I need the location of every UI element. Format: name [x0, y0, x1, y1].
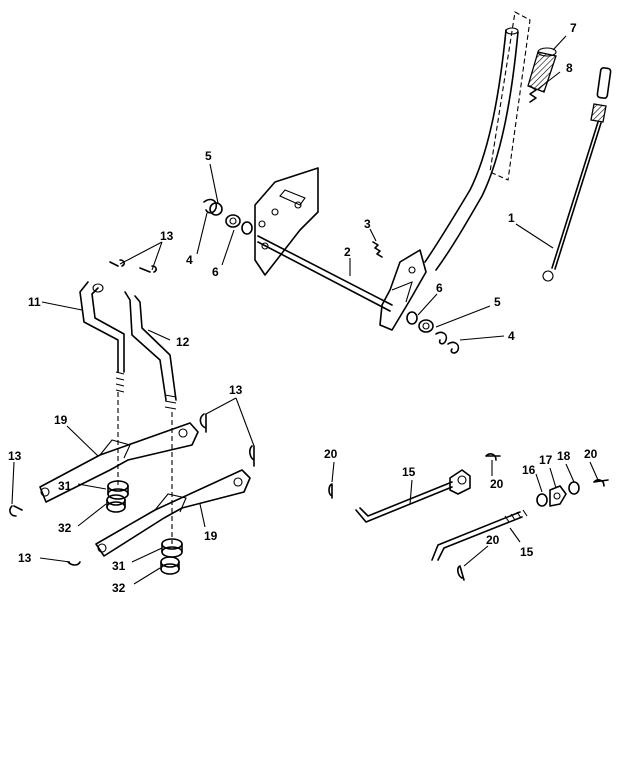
lift-shaft — [257, 235, 393, 312]
callout-15-lower: 15 — [520, 545, 534, 559]
callout-11: 11 — [28, 295, 41, 309]
callout-20-bottom: 20 — [486, 533, 500, 547]
lift-arm-19-lower — [95, 469, 251, 557]
rod-hardware — [536, 481, 580, 507]
callout-19-upper: 19 — [54, 413, 68, 427]
callout-20-middle: 20 — [490, 477, 504, 491]
lift-arm-bracket — [379, 249, 427, 331]
callout-5-lower: 5 — [494, 295, 501, 309]
callout-2: 2 — [344, 245, 351, 259]
callout-16: 16 — [522, 463, 536, 477]
callout-3: 3 — [364, 217, 371, 231]
callout-19-lower: 19 — [204, 529, 218, 543]
callouts: 1 2 3 4 4 5 5 6 6 7 8 11 12 13 13 13 13 … — [8, 21, 598, 595]
clips-20 — [328, 453, 609, 581]
lift-arm-19-upper — [39, 422, 199, 503]
callout-13-right: 13 — [229, 383, 243, 397]
callout-12: 12 — [176, 335, 190, 349]
grip-outline — [489, 11, 531, 181]
handle-grip — [527, 47, 557, 93]
lift-link — [542, 67, 612, 282]
callout-6-lower: 6 — [436, 281, 443, 295]
callout-6-upper: 6 — [212, 265, 219, 279]
callout-4-upper: 4 — [186, 253, 193, 267]
callout-18: 18 — [557, 449, 571, 463]
callout-13-bottom: 13 — [18, 551, 32, 565]
callout-15-upper: 15 — [402, 465, 416, 479]
callout-32-lower: 32 — [112, 581, 126, 595]
callout-20-right: 20 — [584, 447, 598, 461]
callout-20-left: 20 — [324, 447, 338, 461]
callout-17: 17 — [539, 453, 553, 467]
hardware-upper-left — [203, 198, 253, 235]
lift-handle — [424, 27, 519, 271]
callout-7: 7 — [570, 21, 577, 35]
bushings — [106, 480, 183, 575]
callout-13-top: 13 — [160, 229, 174, 243]
callout-5-upper: 5 — [205, 149, 212, 163]
callout-1: 1 — [508, 211, 515, 225]
lift-link-12 — [124, 291, 177, 544]
callout-31-lower: 31 — [112, 559, 126, 573]
hardware-lower-right — [406, 311, 460, 354]
pin-3 — [372, 241, 383, 258]
callout-4-lower: 4 — [508, 329, 515, 343]
mounting-plate — [254, 167, 319, 276]
callout-31-upper: 31 — [58, 479, 72, 493]
callout-13-left: 13 — [8, 449, 22, 463]
callout-32-upper: 32 — [58, 521, 72, 535]
leader-lines — [11, 35, 599, 585]
lift-link-11 — [79, 281, 125, 486]
hitch-pins — [9, 259, 255, 566]
rods-15 — [355, 469, 528, 561]
callout-8: 8 — [566, 61, 573, 75]
spring — [529, 85, 537, 103]
